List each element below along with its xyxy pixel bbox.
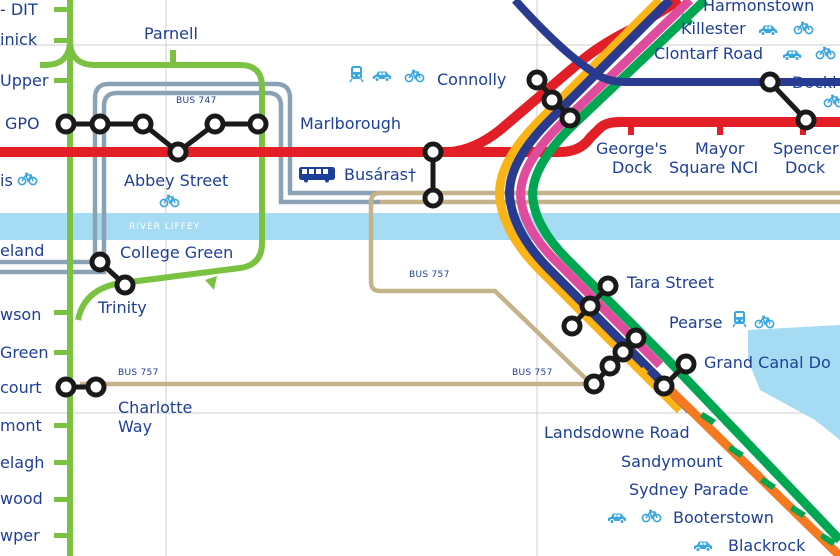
station-upper: Upper	[0, 71, 49, 90]
station-charlotte-way-2: Way	[118, 417, 153, 436]
station-grand-canal-dock: Grand Canal Do	[704, 353, 831, 372]
bicycle-icon	[823, 94, 840, 108]
station-connolly: Connolly	[437, 70, 507, 89]
station-awson: wson	[0, 305, 42, 324]
station-charlotte-way-1: Charlotte	[118, 398, 193, 417]
bicycle-icon	[159, 194, 180, 208]
station-busaras: Busáras†	[344, 165, 416, 184]
station-blackrock: Blackrock	[728, 536, 806, 555]
river-liffey	[0, 213, 840, 240]
station-elagh: elagh	[0, 453, 45, 472]
station-mayor-square-1: Mayor	[695, 139, 745, 158]
car-icon	[372, 71, 392, 82]
station-sandymount: Sandymount	[621, 452, 723, 471]
bicycle-icon	[754, 315, 775, 329]
bus-icon	[299, 167, 335, 183]
station-dit: - DIT	[0, 0, 38, 19]
station-parnell: Parnell	[144, 24, 198, 43]
bus-757-route	[80, 190, 840, 387]
train-icon	[349, 65, 364, 83]
station-eland: eland	[0, 241, 45, 260]
station-is: is	[0, 171, 13, 190]
station-harmonstown: Harmonstown	[703, 0, 815, 15]
station-dominick: inick	[0, 30, 38, 49]
grand-canal-basin	[748, 325, 840, 440]
navy-branch	[512, 0, 840, 86]
green-dark-ticks	[680, 13, 836, 546]
station-landsdowne-road: Landsdowne Road	[544, 423, 690, 442]
bicycle-icon	[793, 21, 814, 35]
station-spencer-dock-1: Spencer	[773, 139, 839, 158]
car-icon	[693, 541, 713, 552]
river-liffey-label: RIVER LIFFEY	[129, 222, 201, 232]
station-dockl: Dockl	[792, 73, 837, 92]
bicycle-icon	[641, 509, 662, 523]
station-gpo: GPO	[5, 114, 40, 133]
station-trinity: Trinity	[98, 298, 147, 317]
station-clontarf-road: Clontarf Road	[654, 44, 764, 63]
station-green: Green	[0, 343, 49, 362]
station-college-green: College Green	[120, 243, 234, 262]
station-mayor-square-2: Square NCI	[669, 158, 759, 177]
bus-757-label: BUS 757	[118, 368, 159, 378]
car-icon	[782, 50, 802, 61]
bus-747-route	[0, 81, 380, 275]
station-pearse: Pearse	[669, 313, 723, 332]
station-abbey-street: Abbey Street	[124, 171, 229, 190]
green-line-ticks	[54, 7, 217, 538]
station-mont: mont	[0, 416, 42, 435]
car-icon	[758, 25, 778, 36]
station-booterstown: Booterstown	[673, 508, 774, 527]
station-tara-street: Tara Street	[627, 273, 715, 292]
car-icon	[607, 513, 627, 524]
station-spencer-dock-2: Dock	[785, 158, 826, 177]
station-georges-dock-2: Dock	[612, 158, 653, 177]
bus-757-label: BUS 757	[512, 368, 553, 378]
station-marlborough: Marlborough	[300, 114, 402, 133]
station-sydney-parade: Sydney Parade	[629, 480, 749, 499]
station-cowper: wper	[0, 526, 40, 545]
bus-747-label: BUS 747	[176, 96, 217, 106]
station-wood: wood	[0, 489, 43, 508]
bus-757-label: BUS 757	[409, 270, 450, 280]
interchanges	[55, 69, 817, 398]
station-killester: Killester	[681, 19, 746, 38]
station-georges-dock-1: George's	[596, 139, 668, 158]
bicycle-icon	[815, 46, 836, 60]
station-court: court	[0, 378, 42, 397]
bicycle-icon	[404, 69, 425, 83]
bicycle-icon	[17, 172, 38, 186]
train-icon	[732, 310, 747, 328]
